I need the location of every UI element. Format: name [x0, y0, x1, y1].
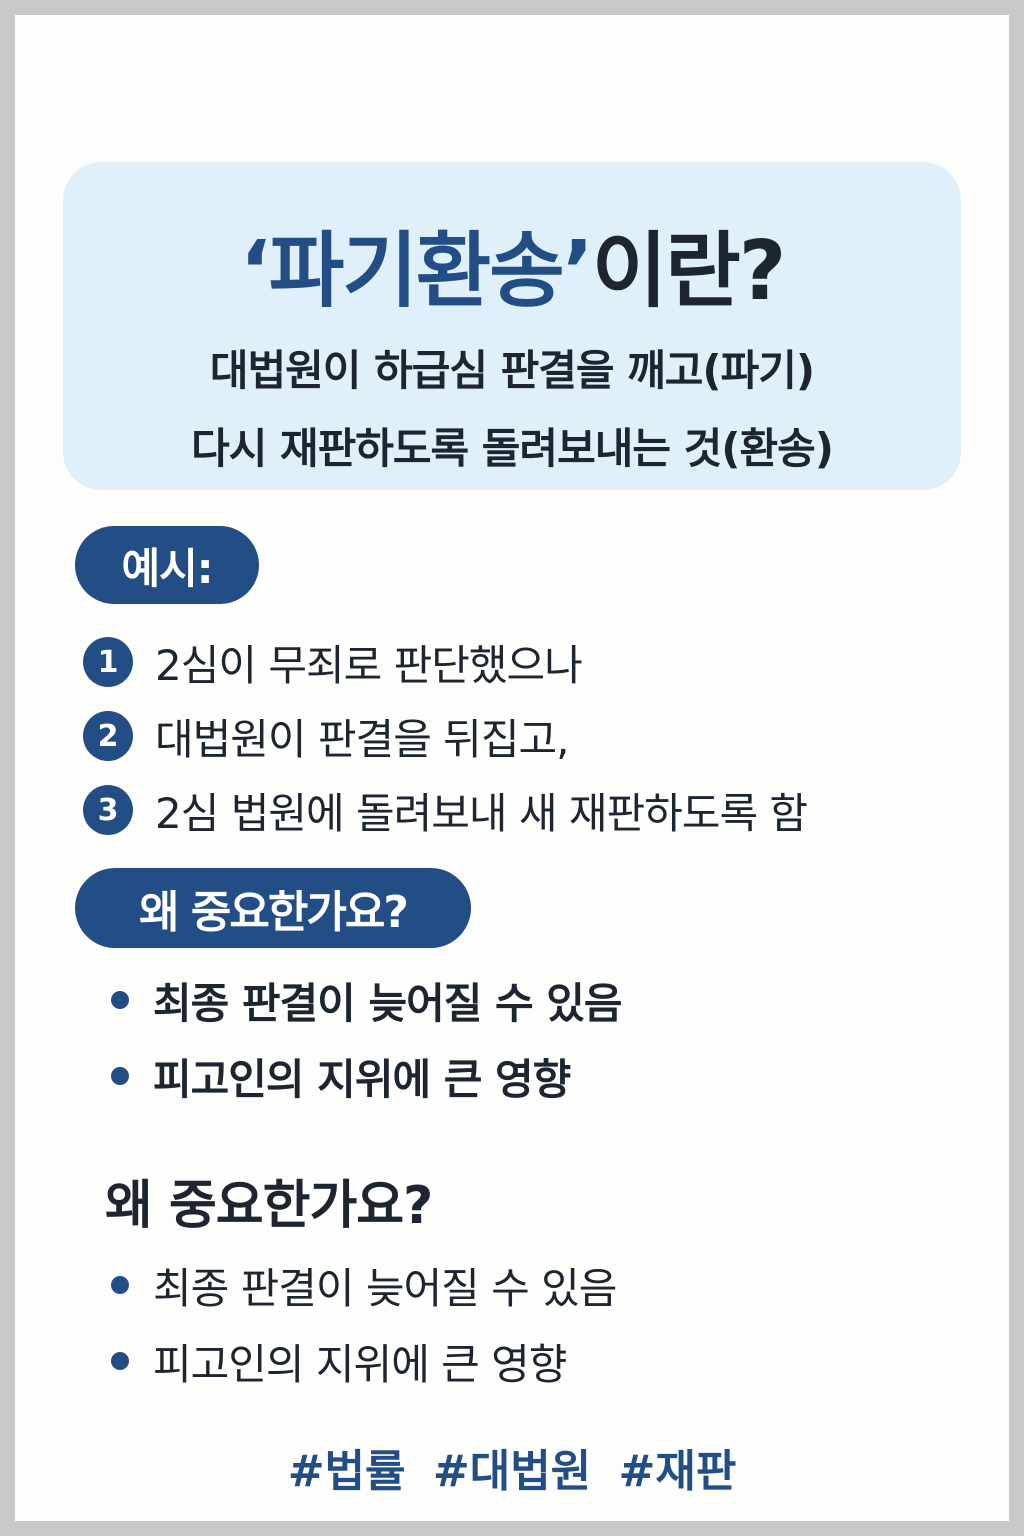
- bullet-dot-icon: [111, 991, 129, 1009]
- example-steps-list: 1 2심이 무죄로 판단했으나 2 대법원이 판결을 뒤집고, 3 2심 법원에…: [83, 625, 808, 847]
- title-term: ‘파기환송’: [239, 224, 594, 319]
- step-item: 2 대법원이 판결을 뒤집고,: [83, 699, 807, 773]
- number-1-circle-icon: 1: [83, 637, 133, 687]
- bullet-item: 피고인의 지위에 큰 영향: [111, 1323, 616, 1399]
- bullet-text: 피고인의 지위에 큰 영향: [153, 1054, 571, 1104]
- step-item: 1 2심이 무죄로 판단했으나: [83, 625, 807, 699]
- bullet-item: 최종 판결이 늦어질 수 있음: [111, 1247, 617, 1323]
- bullet-text: 최종 판결이 늦어질 수 있음: [153, 978, 623, 1028]
- definition-line-1: 대법원이 하급심 판결을 깨고(파기): [209, 346, 815, 395]
- hashtag-row: #법률 #대법원 #재판: [15, 1435, 1009, 1499]
- definition-text: 대법원이 하급심 판결을 깨고(파기) 다시 재판하도록 돌려보내는 것(환송): [63, 332, 961, 488]
- number-3-circle-icon: 3: [83, 785, 133, 835]
- bullet-text: 최종 판결이 늦어질 수 있음: [153, 1263, 617, 1313]
- title-suffix: 이란?: [591, 224, 786, 319]
- hashtag-law: #법률: [287, 1446, 406, 1497]
- step-item: 3 2심 법원에 돌려보내 새 재판하도록 함: [83, 773, 808, 847]
- bullet-item: 피고인의 지위에 큰 영향: [111, 1038, 622, 1114]
- importance-bullet-list: 최종 판결이 늦어질 수 있음 피고인의 지위에 큰 영향: [111, 962, 623, 1114]
- importance-label-pill: 왜 중요한가요?: [75, 868, 471, 948]
- definition-box: ‘파기환송’이란? 대법원이 하급심 판결을 깨고(파기) 다시 재판하도록 돌…: [63, 162, 961, 490]
- bullet-text: 피고인의 지위에 큰 영향: [153, 1339, 567, 1389]
- bullet-dot-icon: [111, 1067, 129, 1085]
- hashtag-supreme-court: #대법원: [432, 1446, 592, 1497]
- step-text: 2심 법원에 돌려보내 새 재판하도록 함: [155, 788, 808, 838]
- hashtag-trial: #재판: [618, 1446, 737, 1497]
- step-text: 2심이 무죄로 판단했으나: [155, 640, 583, 690]
- step-text: 대법원이 판결을 뒤집고,: [155, 714, 569, 764]
- infographic-card: ‘파기환송’이란? 대법원이 하급심 판결을 깨고(파기) 다시 재판하도록 돌…: [15, 15, 1009, 1521]
- importance-bullet-list-repeat: 최종 판결이 늦어질 수 있음 피고인의 지위에 큰 영향: [111, 1247, 617, 1399]
- definition-line-2: 다시 재판하도록 돌려보내는 것(환송): [191, 424, 834, 473]
- bullet-dot-icon: [111, 1352, 129, 1370]
- importance-heading-repeat: 왜 중요한가요?: [105, 1176, 433, 1236]
- page-title: ‘파기환송’이란?: [63, 204, 961, 323]
- bullet-item: 최종 판결이 늦어질 수 있음: [111, 962, 623, 1038]
- bullet-dot-icon: [111, 1276, 129, 1294]
- number-2-circle-icon: 2: [83, 711, 133, 761]
- example-label-pill: 예시:: [75, 526, 259, 604]
